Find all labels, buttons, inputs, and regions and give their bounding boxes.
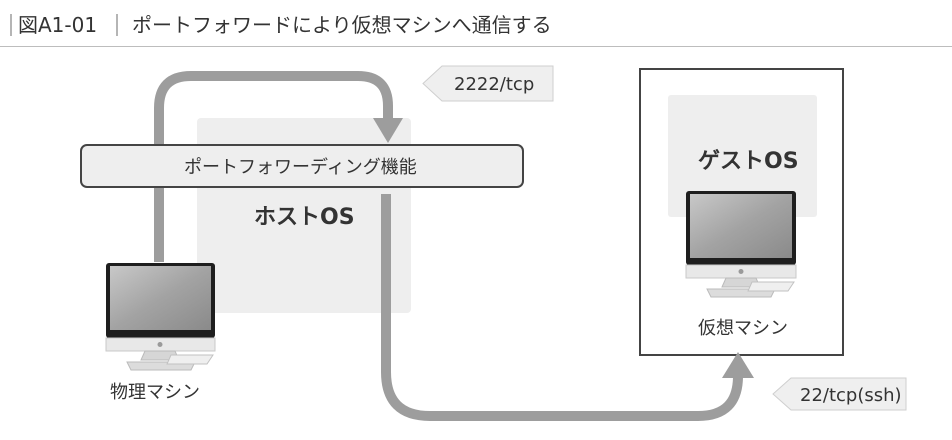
host-port-tag-shape <box>422 65 554 102</box>
host-os-label: ホストOS <box>254 205 355 230</box>
physical-machine-computer-icon <box>105 263 216 371</box>
physical-machine-label: 物理マシン <box>110 382 200 403</box>
guest-port-tag: 22/tcp(ssh) <box>800 385 902 406</box>
forward-arrow-head <box>722 352 754 378</box>
figure-title: ポートフォワードにより仮想マシンへ通信する <box>132 13 552 37</box>
figure-number: 図A1-01 <box>18 13 98 37</box>
virtual-machine-label: 仮想マシン <box>698 318 788 339</box>
forward-arrow-path <box>381 194 743 421</box>
virtual-machine-computer-icon <box>685 191 797 298</box>
port-forwarding-label: ポートフォワーディング機能 <box>184 157 417 178</box>
title-divider-left <box>10 14 12 36</box>
title-divider-mid <box>116 14 118 36</box>
guest-port-tag-shape <box>772 377 907 411</box>
figure-title-bar: 図A1-01 ポートフォワードにより仮想マシンへ通信する <box>0 0 952 47</box>
host-port-tag: 2222/tcp <box>454 74 534 95</box>
inbound-arrow-path <box>154 71 393 262</box>
port-forwarding-box <box>80 144 524 188</box>
inbound-arrow-head <box>373 118 403 143</box>
guest-os-panel <box>668 95 817 217</box>
guest-os-label: ゲストOS <box>698 149 799 174</box>
